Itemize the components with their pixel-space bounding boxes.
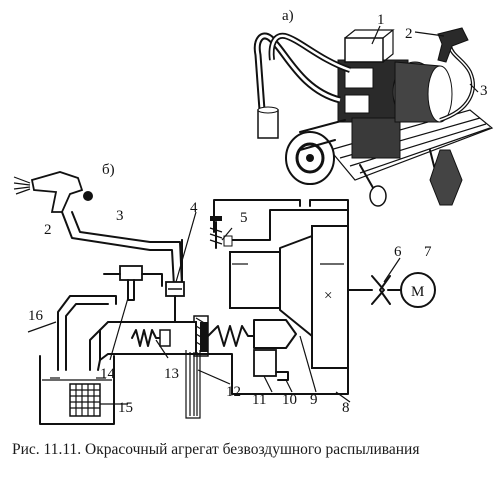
- panel-a-label: а): [282, 8, 294, 24]
- callout-3a: 3: [480, 83, 488, 99]
- mixer-symbol: ×: [324, 288, 332, 304]
- callout-2a: 2: [405, 26, 413, 42]
- callout-14: 14: [100, 366, 116, 382]
- panel-b-label: б): [102, 162, 115, 178]
- callout-2b: 2: [44, 222, 52, 238]
- callout-10: 10: [282, 392, 297, 408]
- callout-7: 7: [424, 244, 432, 260]
- callout-8: 8: [342, 400, 350, 416]
- panel-a-illustration: [253, 25, 494, 207]
- callout-6: 6: [394, 244, 402, 260]
- callout-9: 9: [310, 392, 318, 408]
- callout-leaders: [27, 211, 401, 405]
- motor-symbol: M: [411, 284, 424, 300]
- callout-3b: 3: [116, 208, 124, 224]
- callout-12: 12: [226, 384, 241, 400]
- callout-1: 1: [377, 12, 385, 28]
- callout-15: 15: [118, 400, 133, 416]
- callout-4: 4: [190, 200, 198, 216]
- callout-11: 11: [252, 392, 266, 408]
- callout-13: 13: [164, 366, 179, 382]
- spray-cone: [13, 176, 31, 195]
- figure-caption: Рис. 11.11. Окрасочный агрегат безвоздуш…: [12, 441, 420, 458]
- panel-b-schematic: [13, 171, 436, 425]
- callout-16: 16: [28, 308, 44, 324]
- callout-5: 5: [240, 210, 248, 226]
